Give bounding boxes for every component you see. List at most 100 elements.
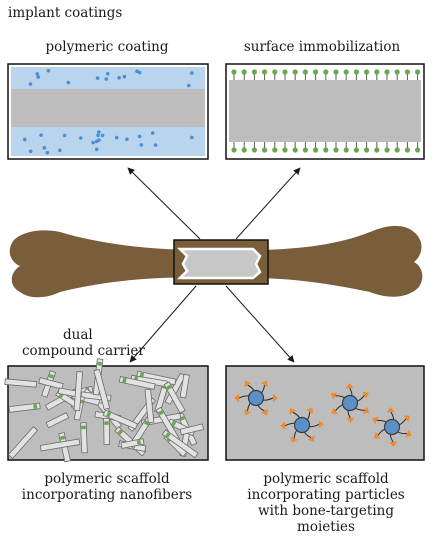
drug-dot	[97, 130, 101, 134]
nanofiber-body	[80, 422, 88, 454]
targeting-moiety	[386, 407, 395, 413]
arrow-to-nanofiber-scaffold	[129, 285, 197, 363]
drug-dot	[100, 133, 105, 138]
nanofiber-compound	[158, 410, 164, 416]
drug-dot	[122, 74, 127, 79]
ligand-head	[343, 147, 349, 153]
panel-particle-scaffold	[225, 365, 425, 461]
targeting-moiety	[260, 408, 268, 416]
nanofiber	[80, 422, 88, 454]
drug-dot	[96, 133, 100, 138]
arrow-to-polymeric-coating	[127, 167, 201, 240]
arrow-to-surface-immobilization	[235, 167, 301, 240]
targeting-moiety	[373, 432, 381, 439]
ligand-head	[262, 147, 268, 153]
ligand-head	[251, 69, 257, 75]
ligand-head	[364, 69, 370, 75]
implant-core	[11, 89, 205, 127]
nanofiber	[39, 438, 81, 452]
nanofiber-body	[163, 381, 186, 414]
nanofiber-body	[102, 409, 139, 430]
targeting-moiety	[331, 407, 338, 415]
nanofiber	[118, 376, 156, 390]
nanofiber-compound	[166, 384, 172, 390]
drug-dot	[186, 83, 191, 88]
ligand-head	[313, 69, 319, 75]
targeting-moiety	[318, 420, 324, 429]
label-compound-carrier: compound carrier	[22, 343, 145, 359]
nanofiber-compound	[104, 421, 109, 425]
drug-dot	[91, 140, 95, 145]
ligand-head	[251, 147, 257, 153]
immobilized-ligands	[231, 69, 421, 153]
nanofiber-body	[179, 373, 190, 399]
particle	[330, 383, 370, 423]
nanofiber-body	[161, 429, 199, 459]
ligand-head	[231, 69, 237, 75]
drug-dots	[22, 69, 194, 155]
drug-dot	[114, 135, 119, 140]
nanofiber-compound	[81, 425, 86, 430]
ligand-head	[323, 147, 329, 153]
caption-polymeric-coating: polymeric coating	[45, 39, 169, 55]
implant-core	[229, 80, 421, 142]
targeting-moiety	[345, 383, 354, 389]
nanofiber	[93, 368, 111, 410]
nanofiber-compound	[122, 377, 127, 383]
particle	[280, 407, 324, 443]
targeting-moiety	[289, 408, 297, 415]
particle-core	[341, 394, 359, 412]
ligand-head	[353, 147, 359, 153]
ligand-head	[241, 147, 247, 153]
drug-dot	[66, 80, 71, 85]
nanofiber-body	[8, 402, 41, 413]
drug-dot	[45, 150, 50, 155]
panel-surface-immobilization	[225, 63, 425, 160]
nanofiber	[179, 423, 205, 436]
nanofibers	[4, 358, 205, 463]
heading: implant coatings	[8, 5, 123, 21]
nanofiber	[7, 426, 39, 459]
nanofiber	[73, 371, 84, 412]
targeting-moiety	[280, 421, 286, 430]
ligand-head	[343, 69, 349, 75]
targeting-moiety	[372, 416, 379, 425]
targeting-moiety	[307, 435, 315, 442]
nanofiber	[103, 417, 111, 445]
panel-polymeric-coating	[7, 63, 209, 160]
nanofiber	[45, 412, 70, 429]
drug-dot	[117, 75, 121, 80]
ligand-head	[231, 147, 237, 153]
ligand-head	[384, 69, 390, 75]
targeted-particles	[234, 380, 412, 447]
ligand-head	[364, 147, 370, 153]
ligand-head	[333, 69, 339, 75]
nanofiber	[8, 402, 41, 413]
ligand-head	[302, 69, 308, 75]
ligand-head	[394, 69, 400, 75]
caption-nanofiber-line-1: polymeric scaffold	[44, 471, 170, 487]
label-dual: dual	[63, 327, 93, 343]
nanofiber-body	[45, 412, 70, 429]
caption-nanofiber-line-2: incorporating nanofibers	[21, 487, 193, 503]
nanofiber-compound	[59, 435, 66, 440]
ligand-head	[241, 69, 247, 75]
nanofiber-compound	[165, 432, 171, 438]
coating-layer-top	[11, 67, 205, 89]
ligand-head	[374, 69, 380, 75]
nanofiber-compound	[33, 404, 38, 409]
targeting-moiety	[330, 392, 338, 400]
drug-dot	[137, 70, 142, 75]
nanofiber-compound	[97, 361, 102, 366]
coating-layer-bottom	[11, 127, 205, 156]
drug-dot	[46, 69, 51, 73]
caption-particles-line-2: incorporating particles	[247, 487, 405, 503]
drug-dot	[105, 71, 110, 76]
targeting-moiety	[403, 415, 411, 422]
nanofiber-body	[179, 423, 205, 436]
nanofiber	[38, 377, 64, 390]
ligand-head	[272, 69, 278, 75]
nanofiber	[4, 378, 38, 388]
particle-core	[383, 418, 401, 436]
nanofiber	[120, 438, 145, 449]
